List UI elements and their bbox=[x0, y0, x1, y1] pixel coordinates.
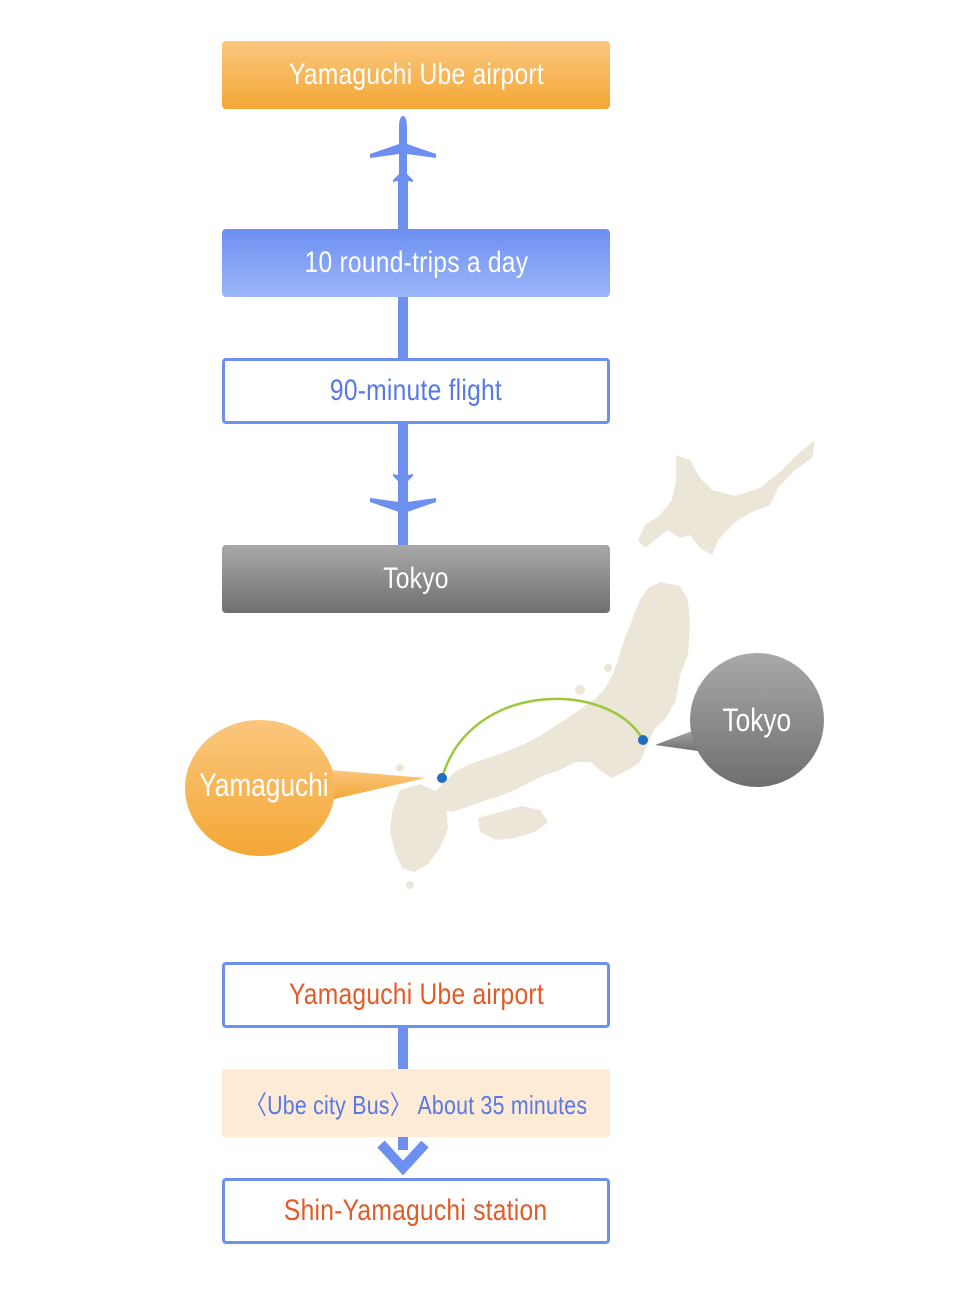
yamaguchi-point bbox=[437, 773, 447, 783]
destination-label: Tokyo bbox=[383, 562, 449, 595]
yamaguchi-bubble bbox=[185, 720, 425, 856]
yamaguchi-bubble-label: Yamaguchi bbox=[199, 767, 329, 803]
airplane-down-icon bbox=[370, 474, 436, 540]
duration-box: 90-minute flight bbox=[222, 358, 610, 424]
airplane-up-icon bbox=[370, 116, 436, 182]
bus-info-label: 〈Ube city Bus〉 About 35 minutes bbox=[245, 1089, 587, 1120]
station-box: Shin-Yamaguchi station bbox=[222, 1178, 610, 1244]
transfer-airport-box: Yamaguchi Ube airport bbox=[222, 962, 610, 1028]
frequency-box: 10 round-trips a day bbox=[222, 229, 610, 297]
destination-box: Tokyo bbox=[222, 545, 610, 613]
route-arc bbox=[440, 697, 645, 779]
origin-airport-box: Yamaguchi Ube airport bbox=[222, 41, 610, 109]
transfer-airport-label: Yamaguchi Ube airport bbox=[288, 978, 544, 1011]
station-label: Shin-Yamaguchi station bbox=[284, 1194, 548, 1227]
frequency-label: 10 round-trips a day bbox=[304, 246, 528, 279]
tokyo-bubble-label: Tokyo bbox=[722, 702, 792, 738]
origin-airport-label: Yamaguchi Ube airport bbox=[288, 58, 544, 91]
duration-label: 90-minute flight bbox=[329, 374, 503, 407]
japan-map bbox=[185, 440, 824, 889]
tokyo-bubble bbox=[655, 653, 824, 787]
chevron-down-icon bbox=[377, 1140, 429, 1176]
tokyo-point bbox=[638, 735, 648, 745]
bus-info-box: 〈Ube city Bus〉 About 35 minutes bbox=[222, 1069, 610, 1137]
